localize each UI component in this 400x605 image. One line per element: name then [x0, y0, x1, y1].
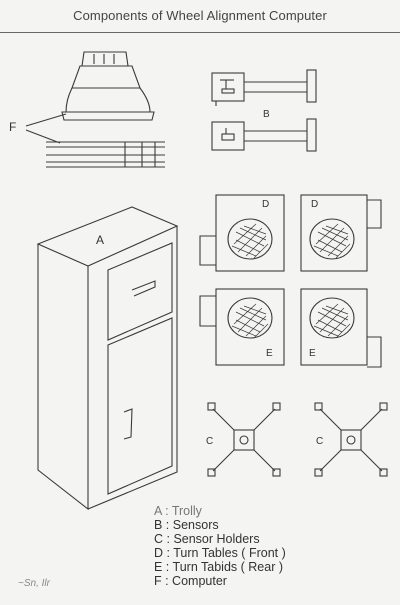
label-d-right: D [311, 199, 318, 210]
legend-item-turn-tables-front: D : Turn Tables ( Front ) [154, 546, 286, 560]
trolly-drawing [36, 206, 179, 511]
label-d-left: D [262, 199, 269, 210]
turn-table-rear-right [300, 288, 382, 368]
turn-table-rear-left [199, 288, 285, 366]
corner-note: ~Sn, Ilr [18, 578, 50, 589]
computer-drawing [25, 51, 165, 168]
label-e-left: E [266, 348, 273, 359]
label-b: B [263, 109, 270, 120]
legend-item-turn-tables-rear: E : Turn Tabids ( Rear ) [154, 560, 283, 574]
turn-table-front-right [300, 194, 382, 272]
sensor-holder-right [314, 402, 388, 477]
turn-table-front-left [199, 194, 285, 272]
legend-item-computer: F : Computer [154, 574, 227, 588]
label-a: A [96, 233, 104, 247]
sensors-drawing [211, 69, 317, 152]
label-c-left: C [206, 436, 213, 447]
label-f: F [9, 120, 16, 134]
sensor-holder-left [207, 402, 281, 477]
legend-item-sensors: B : Sensors [154, 518, 219, 532]
page-title: Components of Wheel Alignment Computer [73, 8, 327, 23]
components-legend: A : Trolly B : Sensors C : Sensor Holder… [154, 504, 374, 588]
label-e-right: E [309, 348, 316, 359]
label-c-right: C [316, 436, 323, 447]
title-rule [0, 32, 400, 33]
legend-item-trolly: A : Trolly [154, 504, 202, 518]
legend-item-sensor-holders: C : Sensor Holders [154, 532, 260, 546]
